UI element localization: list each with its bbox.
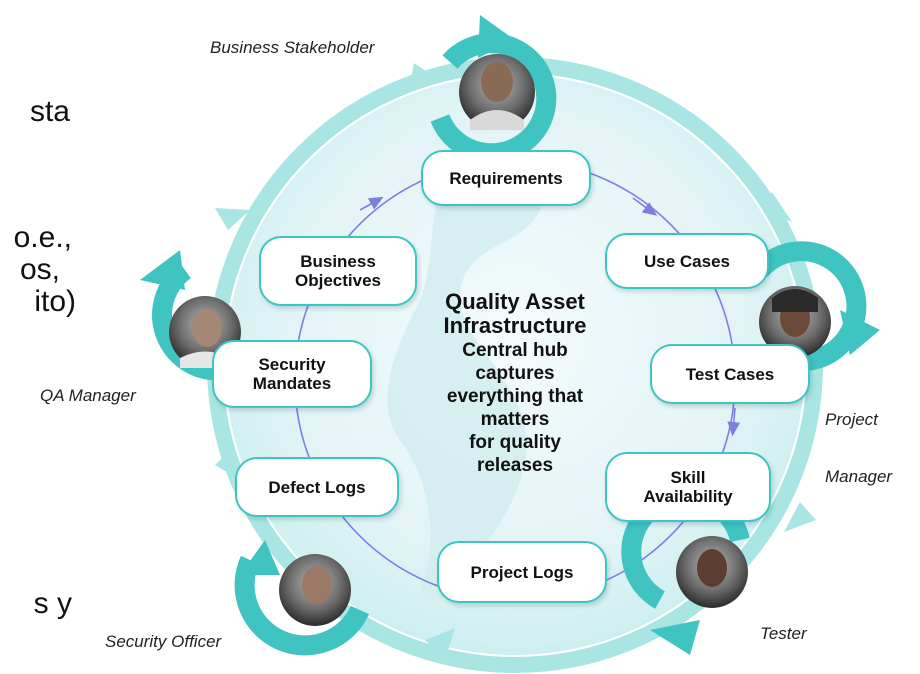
role-label-line: Project <box>825 410 878 429</box>
slide-text-fragment: ito) <box>34 285 76 318</box>
cycle-arrow-security-officer <box>234 540 370 656</box>
cycle-arrow-business-stakeholder <box>430 15 557 164</box>
node-label: Requirements <box>449 168 563 188</box>
node-business-objectives: Business Objectives <box>259 236 417 306</box>
node-label: Defect Logs <box>268 477 366 497</box>
avatar-security-officer <box>279 554 351 626</box>
node-label-line: Objectives <box>295 271 381 290</box>
node-label: Test Cases <box>685 364 775 384</box>
node-label-line: Security <box>258 355 326 374</box>
outer-ring-arrowhead <box>762 192 792 222</box>
node-requirements: Requirements <box>421 150 591 206</box>
globe-landmass <box>387 148 546 600</box>
avatar-project-manager <box>759 286 831 358</box>
center-body-line: for quality <box>469 432 561 453</box>
avatar-business-stakeholder <box>459 54 535 130</box>
node-label: Project Logs <box>470 562 574 582</box>
outer-ring-arrowhead <box>408 63 442 93</box>
center-body-line: everything that <box>446 386 584 407</box>
center-title-line: Quality Asset <box>445 289 585 314</box>
slide-text-fragment: os, <box>19 253 60 286</box>
node-label-line: Mandates <box>252 374 332 393</box>
node-skill-availability: Skill Availability <box>605 452 771 522</box>
role-label-business-stakeholder: Business Stakeholder <box>210 38 375 57</box>
outer-ring-arrowhead <box>215 208 250 230</box>
slide-text-fragment: s y <box>33 587 72 620</box>
node-use-cases: Use Cases <box>605 233 769 289</box>
center-body-line: releases <box>476 455 554 476</box>
role-label-security-officer: Security Officer <box>105 632 222 651</box>
node-security-mandates: Security Mandates <box>212 340 372 408</box>
node-defect-logs: Defect Logs <box>235 457 399 517</box>
inner-ring-arrow <box>727 407 741 437</box>
center-body-line: Central hub <box>462 340 568 361</box>
center-body-line: captures <box>475 363 555 384</box>
outer-ring-arrowhead <box>784 502 816 532</box>
node-label-line: Business <box>300 252 376 271</box>
center-hub-text: Quality Asset Infrastructure Central hub… <box>395 289 635 477</box>
cycle-arrow-project-manager <box>752 241 880 372</box>
role-label-project-manager: Project Manager <box>825 372 892 505</box>
slide-text-fragment: o.e., <box>13 221 72 254</box>
role-label-tester: Tester <box>760 624 807 643</box>
role-label-line: Manager <box>825 467 893 486</box>
inner-ring-arrow <box>632 197 658 216</box>
center-body-line: matters <box>480 409 550 430</box>
node-test-cases: Test Cases <box>650 344 810 404</box>
slide-text-fragment: sta <box>29 95 70 128</box>
node-label: Use Cases <box>643 251 730 271</box>
inner-ring-arrow <box>359 196 384 211</box>
outer-ring-arrowhead <box>425 628 455 660</box>
role-label-qa-manager: QA Manager <box>40 386 136 405</box>
outer-ring-arrowhead <box>215 448 240 480</box>
node-label-line: Skill <box>670 468 706 487</box>
avatar-tester <box>676 536 748 608</box>
center-title-line: Infrastructure <box>443 313 587 338</box>
node-label-line: Availability <box>643 487 733 506</box>
node-project-logs: Project Logs <box>437 541 607 603</box>
